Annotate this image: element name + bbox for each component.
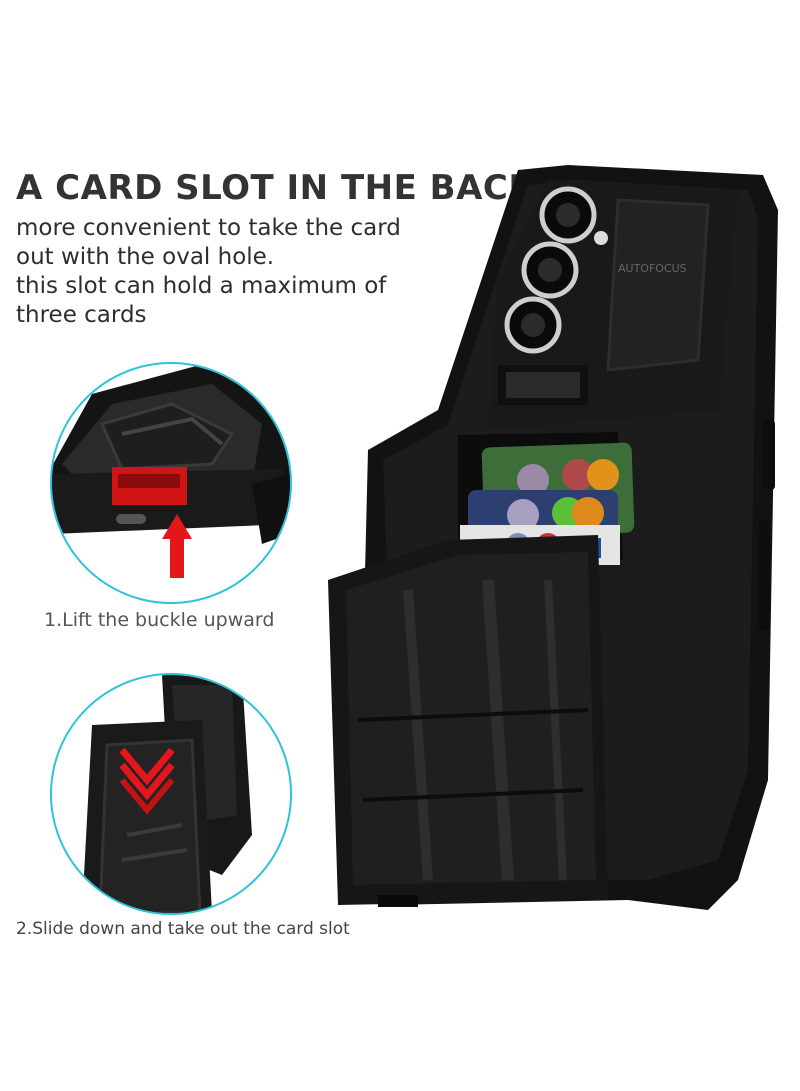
description: more convenient to take the card out wit… [16, 214, 436, 330]
step2-label: 2.Slide down and take out the card slot [16, 919, 350, 939]
description-line: out with the oval hole. [16, 244, 275, 270]
step1-label: 1.Lift the buckle upward [44, 609, 275, 631]
step2-detail-image [50, 673, 292, 915]
autofocus-badge: AUTOFOCUS [618, 262, 687, 275]
description-line: this slot can hold a maximum of [16, 273, 387, 299]
phone-case-image: AUTOFOCUS [318, 160, 790, 920]
description-line: more convenient to take the card [16, 215, 401, 241]
step1-detail-image [50, 362, 292, 604]
headline: A CARD SLOT IN THE BACK [16, 168, 536, 208]
description-line: three cards [16, 302, 147, 328]
